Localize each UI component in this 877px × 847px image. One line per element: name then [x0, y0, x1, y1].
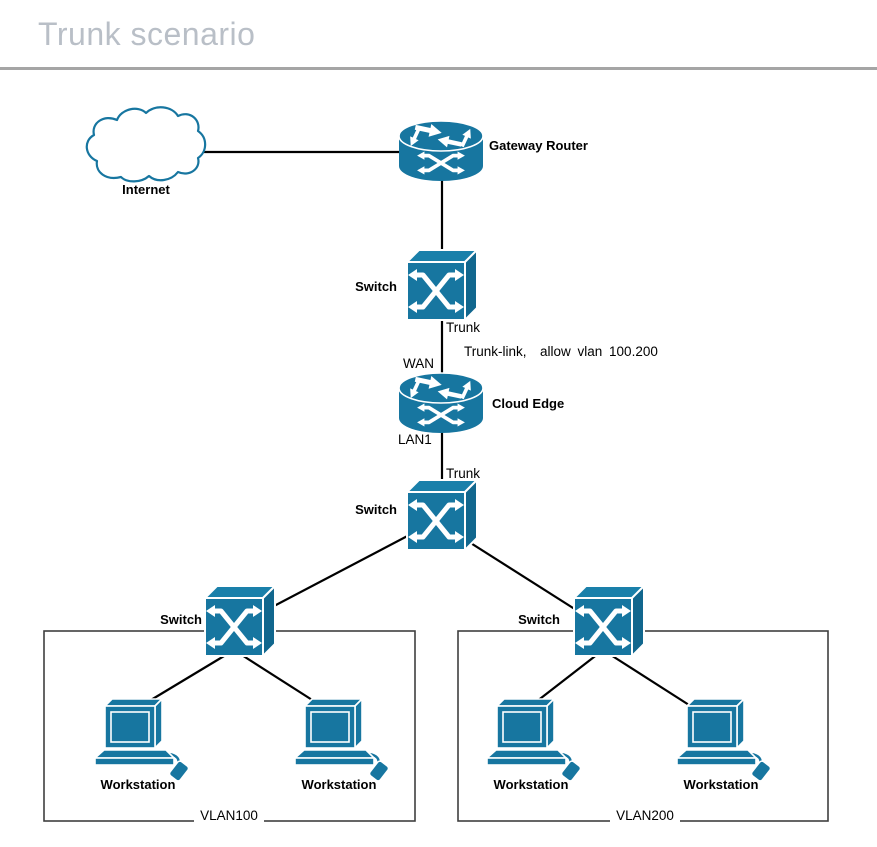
workstation1-icon — [93, 697, 191, 784]
vlan200-label-mask — [610, 806, 680, 823]
cloud-edge-label: Cloud Edge — [492, 396, 564, 411]
workstation2-icon — [293, 697, 391, 784]
vlan100-switch-icon — [205, 586, 275, 656]
distribution-switch-label: Switch — [355, 502, 397, 517]
workstation4-icon — [675, 697, 773, 784]
internet-label: Internet — [122, 182, 170, 197]
workstation2-label: Workstation — [302, 777, 377, 792]
wan-port-label: WAN — [403, 356, 434, 371]
workstation3-icon — [485, 697, 583, 784]
vlan200-switch-icon — [574, 586, 644, 656]
workstation4-label: Workstation — [684, 777, 759, 792]
vlan100-zone-label: VLAN100 — [200, 808, 258, 823]
trunk-upper-label: Trunk — [446, 320, 480, 335]
link-switch-workstation4 — [602, 649, 701, 713]
gateway-router-icon — [399, 121, 483, 181]
vlan100-label-mask — [194, 806, 264, 823]
workstation1-label: Workstation — [101, 777, 176, 792]
distribution-switch-icon — [407, 480, 477, 550]
core-switch-label: Switch — [355, 279, 397, 294]
vlan200-zone-label: VLAN200 — [616, 808, 674, 823]
internet-cloud-icon — [85, 106, 207, 183]
page-title: Trunk scenario — [38, 16, 256, 52]
vlan100-switch-label: Switch — [160, 612, 202, 627]
trunk-note-label: Trunk-link, allow vlan 100.200 — [464, 344, 658, 359]
core-switch-icon — [407, 250, 477, 320]
title-divider — [0, 67, 877, 70]
trunk-lower-label: Trunk — [446, 466, 480, 481]
lan1-port-label: LAN1 — [398, 432, 432, 447]
workstation3-label: Workstation — [494, 777, 569, 792]
gateway-router-label: Gateway Router — [489, 138, 588, 153]
vlan200-switch-label: Switch — [518, 612, 560, 627]
cloud-edge-router-icon — [399, 373, 483, 433]
